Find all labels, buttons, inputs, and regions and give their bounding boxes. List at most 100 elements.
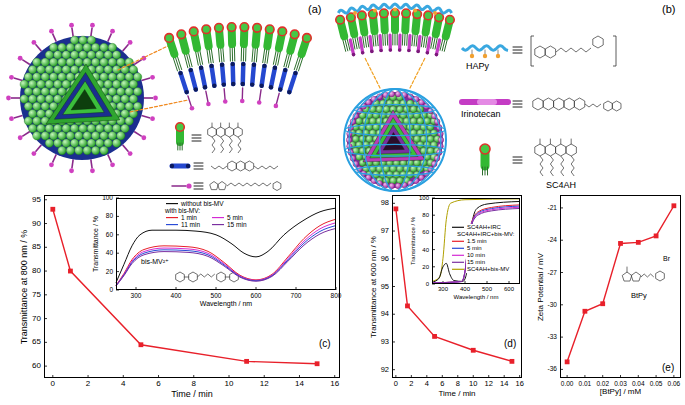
ring-bond bbox=[556, 144, 566, 156]
macrocycle-rim bbox=[176, 123, 185, 132]
tick-label: 0.02 bbox=[596, 380, 609, 387]
hapy-cage bbox=[345, 144, 445, 156]
tick-label: 90 bbox=[32, 219, 41, 228]
lipid-ball bbox=[20, 95, 28, 103]
peg-chain bbox=[123, 44, 129, 51]
peg-chain bbox=[108, 33, 112, 41]
peg-chain bbox=[91, 159, 92, 168]
lipid-ball bbox=[70, 139, 78, 147]
lipid-ball bbox=[125, 117, 133, 125]
zoom-line bbox=[365, 58, 380, 88]
tick-label: 500 bbox=[482, 286, 492, 293]
ring-bond bbox=[604, 101, 613, 111]
biotin-head bbox=[223, 99, 228, 104]
lipid-ball bbox=[100, 132, 108, 140]
inset-frame: SC4AH+IRCSC4AH+IRC+bis-MV:1.5 min5 min10… bbox=[432, 198, 520, 284]
macrocycle-rim bbox=[177, 30, 186, 39]
lipid-ball bbox=[117, 87, 125, 95]
tick-label: -36 bbox=[548, 366, 557, 373]
tick-label: 500 bbox=[211, 292, 222, 299]
irinotecan-rod bbox=[388, 35, 392, 50]
lipid-ball bbox=[87, 124, 95, 132]
biotin-head bbox=[141, 135, 146, 140]
peg-chain bbox=[144, 97, 153, 99]
data-curve bbox=[432, 199, 520, 282]
lipid-ball bbox=[91, 58, 99, 66]
lipid-ball bbox=[49, 43, 57, 51]
lipid-ball bbox=[24, 117, 32, 125]
equivalence-sign bbox=[194, 163, 203, 164]
lipid-ball bbox=[58, 58, 66, 66]
tick-label: 100 bbox=[419, 195, 429, 202]
axis-title: Time / min bbox=[438, 390, 475, 399]
sulfonate-bond bbox=[540, 139, 541, 144]
data-marker bbox=[471, 348, 476, 353]
equivalence-sign bbox=[513, 157, 522, 158]
data-curve bbox=[116, 223, 336, 286]
pyridinium-pendant bbox=[393, 8, 397, 12]
tick-label: 60 bbox=[422, 229, 429, 236]
lipid-ball bbox=[407, 100, 414, 107]
lipid-ball bbox=[20, 80, 28, 88]
peg-chain bbox=[72, 159, 73, 168]
anthraquinone-rod bbox=[280, 70, 285, 89]
biotin-head bbox=[90, 23, 95, 28]
peg-chain bbox=[134, 132, 142, 137]
alkyl-tail bbox=[180, 143, 181, 150]
tick-label: 20 bbox=[422, 264, 429, 271]
peg-chain bbox=[36, 44, 42, 51]
data-curve bbox=[116, 208, 336, 283]
lipid-ball bbox=[83, 146, 91, 154]
data-curve bbox=[432, 201, 520, 282]
lipid-ball bbox=[121, 110, 129, 118]
pyridinium-pendant bbox=[373, 8, 377, 12]
lipid-ball bbox=[96, 51, 104, 59]
lipid-ball bbox=[66, 132, 74, 140]
lipid-ball bbox=[33, 87, 41, 95]
sulfonate-bond bbox=[229, 123, 230, 127]
lipid-ball bbox=[129, 80, 137, 88]
sulfonate-bond bbox=[571, 139, 572, 144]
panel-label: (e) bbox=[661, 362, 675, 373]
lipid-ball bbox=[414, 136, 421, 143]
biotin-head bbox=[128, 40, 133, 45]
lipid-ball bbox=[45, 139, 53, 147]
ring-bond bbox=[228, 161, 237, 171]
alkyl-tail bbox=[482, 167, 483, 175]
lipid-ball bbox=[117, 73, 125, 81]
carbonyl-bond bbox=[627, 267, 628, 272]
irinotecan-rod bbox=[462, 99, 508, 105]
lipid-ball bbox=[45, 65, 53, 73]
macrocycle-rim bbox=[446, 15, 455, 24]
rod-end bbox=[241, 82, 245, 86]
lipid-ball bbox=[91, 146, 99, 154]
rod-end bbox=[361, 51, 365, 55]
linker bbox=[223, 89, 225, 100]
rod-end bbox=[250, 82, 254, 86]
axis-title: Zeta Potential / mV bbox=[536, 252, 545, 320]
legend-sample bbox=[166, 203, 178, 204]
panel-label: (a) bbox=[308, 3, 321, 15]
biotin-head bbox=[9, 116, 14, 121]
lipid-ball bbox=[410, 106, 417, 113]
biotin-head bbox=[240, 99, 245, 104]
anthraquinone-rod bbox=[201, 68, 205, 88]
ring-bond bbox=[210, 182, 219, 190]
rod-end bbox=[189, 68, 193, 72]
lipid-ball bbox=[100, 43, 108, 51]
pyridinium-pendant bbox=[353, 11, 357, 15]
biotin-head bbox=[49, 162, 54, 167]
tick-label: 95 bbox=[381, 282, 389, 290]
lipid-ball bbox=[28, 95, 36, 103]
membrane-zoom bbox=[165, 23, 311, 111]
lipid-ball bbox=[352, 136, 359, 143]
macrocycle-rim bbox=[215, 24, 224, 33]
rod-end bbox=[186, 164, 190, 168]
legend-sample bbox=[452, 255, 464, 256]
legend-sample bbox=[452, 241, 464, 242]
equivalence-sign bbox=[513, 101, 522, 102]
tick-label: 0.05 bbox=[650, 380, 663, 387]
ring-bond bbox=[564, 98, 574, 110]
rod-end bbox=[194, 87, 198, 91]
